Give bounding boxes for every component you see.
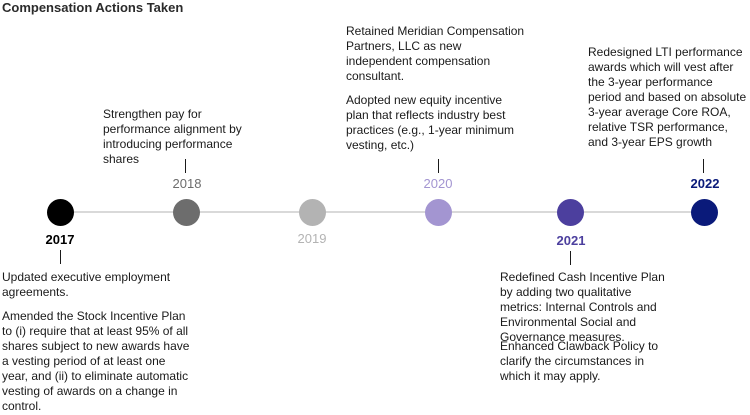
year-2022: 2022 (690, 176, 720, 191)
tick-2021 (570, 251, 571, 265)
tick-2020 (438, 159, 439, 173)
year-2018: 2018 (172, 176, 202, 191)
tick-2018 (185, 159, 186, 173)
dot-2021 (557, 199, 584, 226)
dot-2019 (299, 199, 326, 226)
note-2022-1: Redesigned LTI performance awards which … (588, 45, 747, 149)
year-2020: 2020 (423, 176, 453, 191)
year-2021: 2021 (556, 233, 586, 248)
dot-2022 (691, 199, 718, 226)
year-2019: 2019 (297, 231, 327, 246)
diagram-title: Compensation Actions Taken (2, 0, 184, 15)
note-2021-1: Redefined Cash Incentive Plan by adding … (500, 270, 665, 344)
year-2017: 2017 (45, 232, 75, 247)
note-2020-1: Retained Meridian Compensation Partners,… (346, 24, 525, 83)
dot-2017 (47, 199, 74, 226)
timeline-axis (60, 211, 705, 213)
dot-2018 (173, 199, 200, 226)
note-2021-2: Enhanced Clawback Policy to clarify the … (500, 339, 659, 383)
dot-2020 (425, 199, 452, 226)
note-2018-1: Strengthen pay for performance alignment… (103, 107, 242, 166)
note-2020-2: Adopted new equity incentive plan that r… (346, 93, 515, 152)
tick-2017 (60, 250, 61, 264)
note-2017-1: Updated executive employment agreements. (2, 270, 171, 299)
note-2017-2: Amended the Stock Incentive Plan to (i) … (2, 309, 190, 413)
tick-2022 (703, 159, 704, 173)
